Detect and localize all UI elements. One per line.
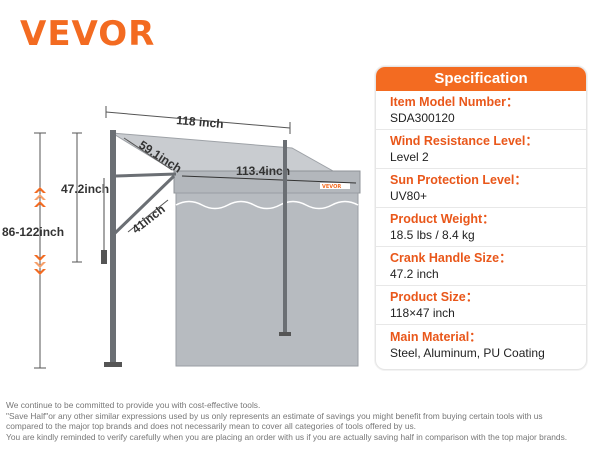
spec-row-size: Product Size： 118×47 inch [376, 286, 586, 325]
pole-section-label: 47.2inch [61, 182, 109, 196]
arrow-up-icon [34, 187, 46, 193]
disclaimer-line: We continue to be committed to provide y… [6, 400, 261, 410]
spec-row-crank: Crank Handle Size： 47.2 inch [376, 247, 586, 286]
spec-value: 18.5 lbs / 8.4 kg [390, 228, 475, 242]
spec-label: Product Size： [390, 290, 479, 304]
width-top-label: 118 inch [176, 113, 224, 131]
spec-label: Wind Resistance Level： [390, 134, 538, 148]
arrow-down-icon [34, 255, 46, 261]
spec-value: Steel, Aluminum, PU Coating [390, 345, 545, 360]
spec-label: Main Material： [390, 329, 482, 344]
disclaimer-line: You are kindly reminded to verify carefu… [6, 431, 568, 442]
awning-diagram: 86-122inch 47.2inch 118 inch VEVOR 113.4… [2, 106, 361, 369]
spec-label: Product Weight： [390, 212, 495, 226]
total-height-label: 86-122inch [2, 225, 64, 239]
spec-row-sun: Sun Protection Level： UV80+ [376, 169, 586, 208]
left-pole [110, 130, 116, 365]
vevor-logo: VEVOR [20, 14, 156, 54]
spec-label: Crank Handle Size： [390, 251, 512, 265]
disclaimer-line: compared to the major top brands and doe… [6, 421, 416, 432]
spec-value: UV80+ [390, 189, 428, 203]
spec-row-weight: Product Weight： 18.5 lbs / 8.4 kg [376, 208, 586, 247]
disclaimer-footer: We continue to be committed to provide y… [6, 400, 596, 442]
disclaimer-line: "Save Half"or any other similar expressi… [6, 410, 543, 421]
spec-value: 118×47 inch [390, 306, 455, 320]
specification-panel: Specification Item Model Number： SDA3001… [375, 66, 587, 370]
brace-arm [110, 174, 176, 238]
brace-length-label: 41inch [129, 202, 168, 236]
spec-value: SDA300120 [390, 111, 455, 125]
spec-row-wind: Wind Resistance Level： Level 2 [376, 130, 586, 169]
canopy-length-label: 113.4inch [236, 164, 290, 178]
specification-header: Specification [376, 67, 586, 91]
spec-value: Level 2 [390, 150, 429, 164]
spec-label: Sun Protection Level： [390, 173, 527, 187]
spec-row-model: Item Model Number： SDA300120 [376, 91, 586, 130]
right-pole [283, 140, 287, 336]
spec-label: Item Model Number： [390, 95, 519, 109]
spec-value: 47.2 inch [390, 267, 439, 281]
support-arm [115, 172, 177, 178]
spec-row-material: Main Material： Steel, Aluminum, PU Coati… [376, 325, 586, 364]
valance-panel [175, 192, 359, 367]
svg-text:VEVOR: VEVOR [322, 184, 341, 190]
